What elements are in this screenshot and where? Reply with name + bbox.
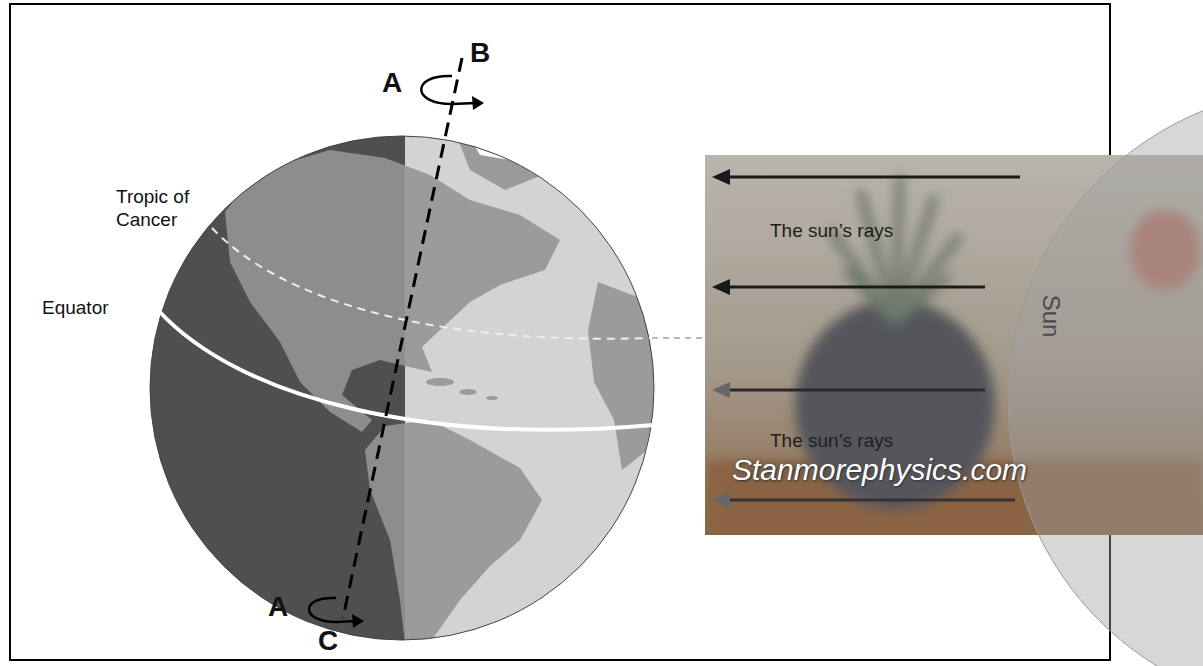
rotation-arrow: [421, 76, 476, 104]
sun-label: Sun: [1037, 295, 1065, 338]
axis-label: C: [318, 624, 338, 658]
arrow-head: [352, 614, 364, 628]
equator-label: Equator: [42, 297, 109, 320]
rays-label: The sun’s rays: [770, 430, 893, 453]
rays-label: The sun’s rays: [770, 220, 893, 243]
axis-label: A: [268, 590, 288, 624]
globe-outline: [150, 136, 654, 640]
frame: [10, 4, 1110, 660]
axis-label: B: [470, 36, 490, 70]
sun-circle: Sun: [1008, 90, 1203, 666]
axis-label: A: [382, 66, 402, 100]
sun-shape: [1008, 90, 1203, 666]
watermark: Stanmorephysics.com: [732, 452, 1027, 488]
globe: [140, 126, 662, 652]
tropic-line: [212, 228, 650, 339]
rotation-axis: [343, 58, 462, 618]
tropic-label: Tropic of Cancer: [116, 186, 212, 232]
rotation-arrow: [309, 598, 356, 622]
arrow-head: [472, 96, 484, 110]
